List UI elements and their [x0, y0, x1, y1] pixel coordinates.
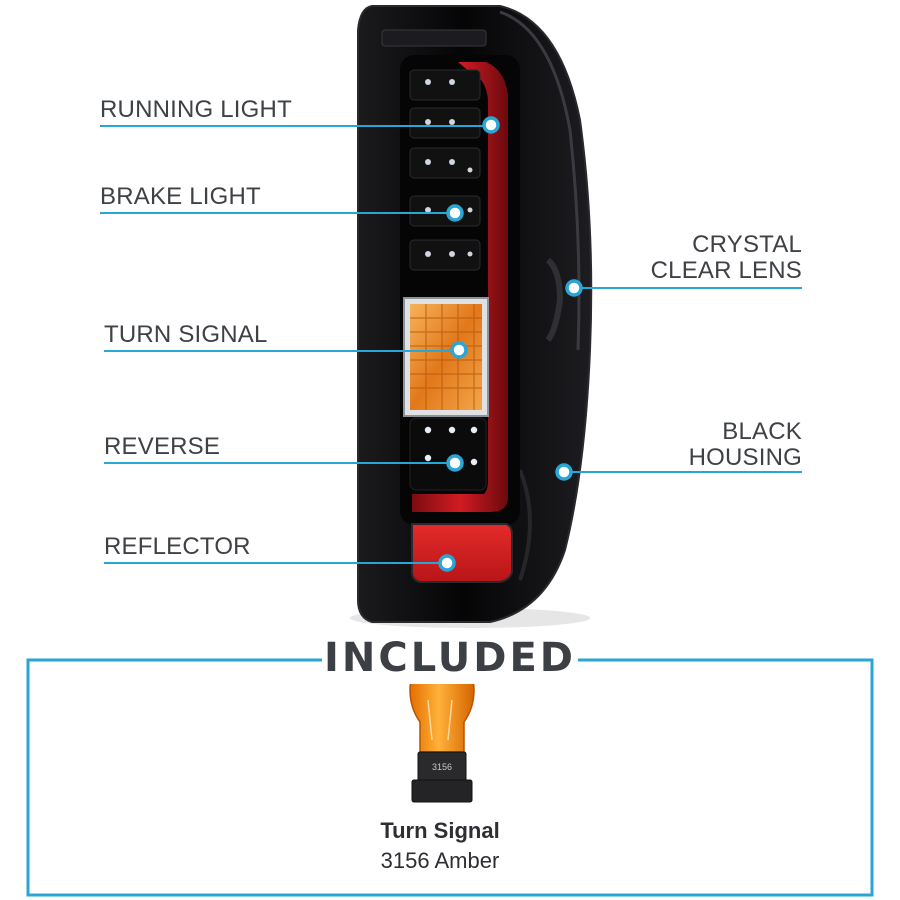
turn-signal-dot: [450, 341, 468, 359]
label-running-light: RUNNING LIGHT: [100, 96, 292, 123]
label-crystal-clear-lens-line2: CLEAR LENS: [650, 257, 802, 284]
label-black-housing-line1: BLACK: [722, 418, 802, 445]
label-reflector: REFLECTOR: [104, 533, 251, 560]
reflector: [411, 523, 513, 583]
crystal-clear-lens-dot: [565, 279, 583, 297]
label-crystal-clear-lens-line1: CRYSTAL: [692, 231, 802, 258]
included-frame: [26, 658, 874, 897]
reflector-dot: [438, 554, 456, 572]
callout-dots: [438, 116, 583, 572]
included-title: INCLUDED: [322, 632, 578, 684]
running-light-dot: [482, 116, 500, 134]
bulb-base-label: 3156: [432, 762, 452, 772]
label-turn-signal: TURN SIGNAL: [104, 321, 268, 348]
bulb-name: Turn Signal: [380, 818, 500, 843]
black-housing-dot: [555, 463, 573, 481]
brake-light-dot: [446, 204, 464, 222]
bulb-spec: 3156 Amber: [380, 848, 500, 873]
label-brake-light: BRAKE LIGHT: [100, 183, 261, 210]
label-reverse: REVERSE: [104, 433, 221, 460]
reverse-dot: [446, 454, 464, 472]
label-black-housing-line2: HOUSING: [688, 444, 802, 471]
red-light-bar: [412, 62, 508, 512]
